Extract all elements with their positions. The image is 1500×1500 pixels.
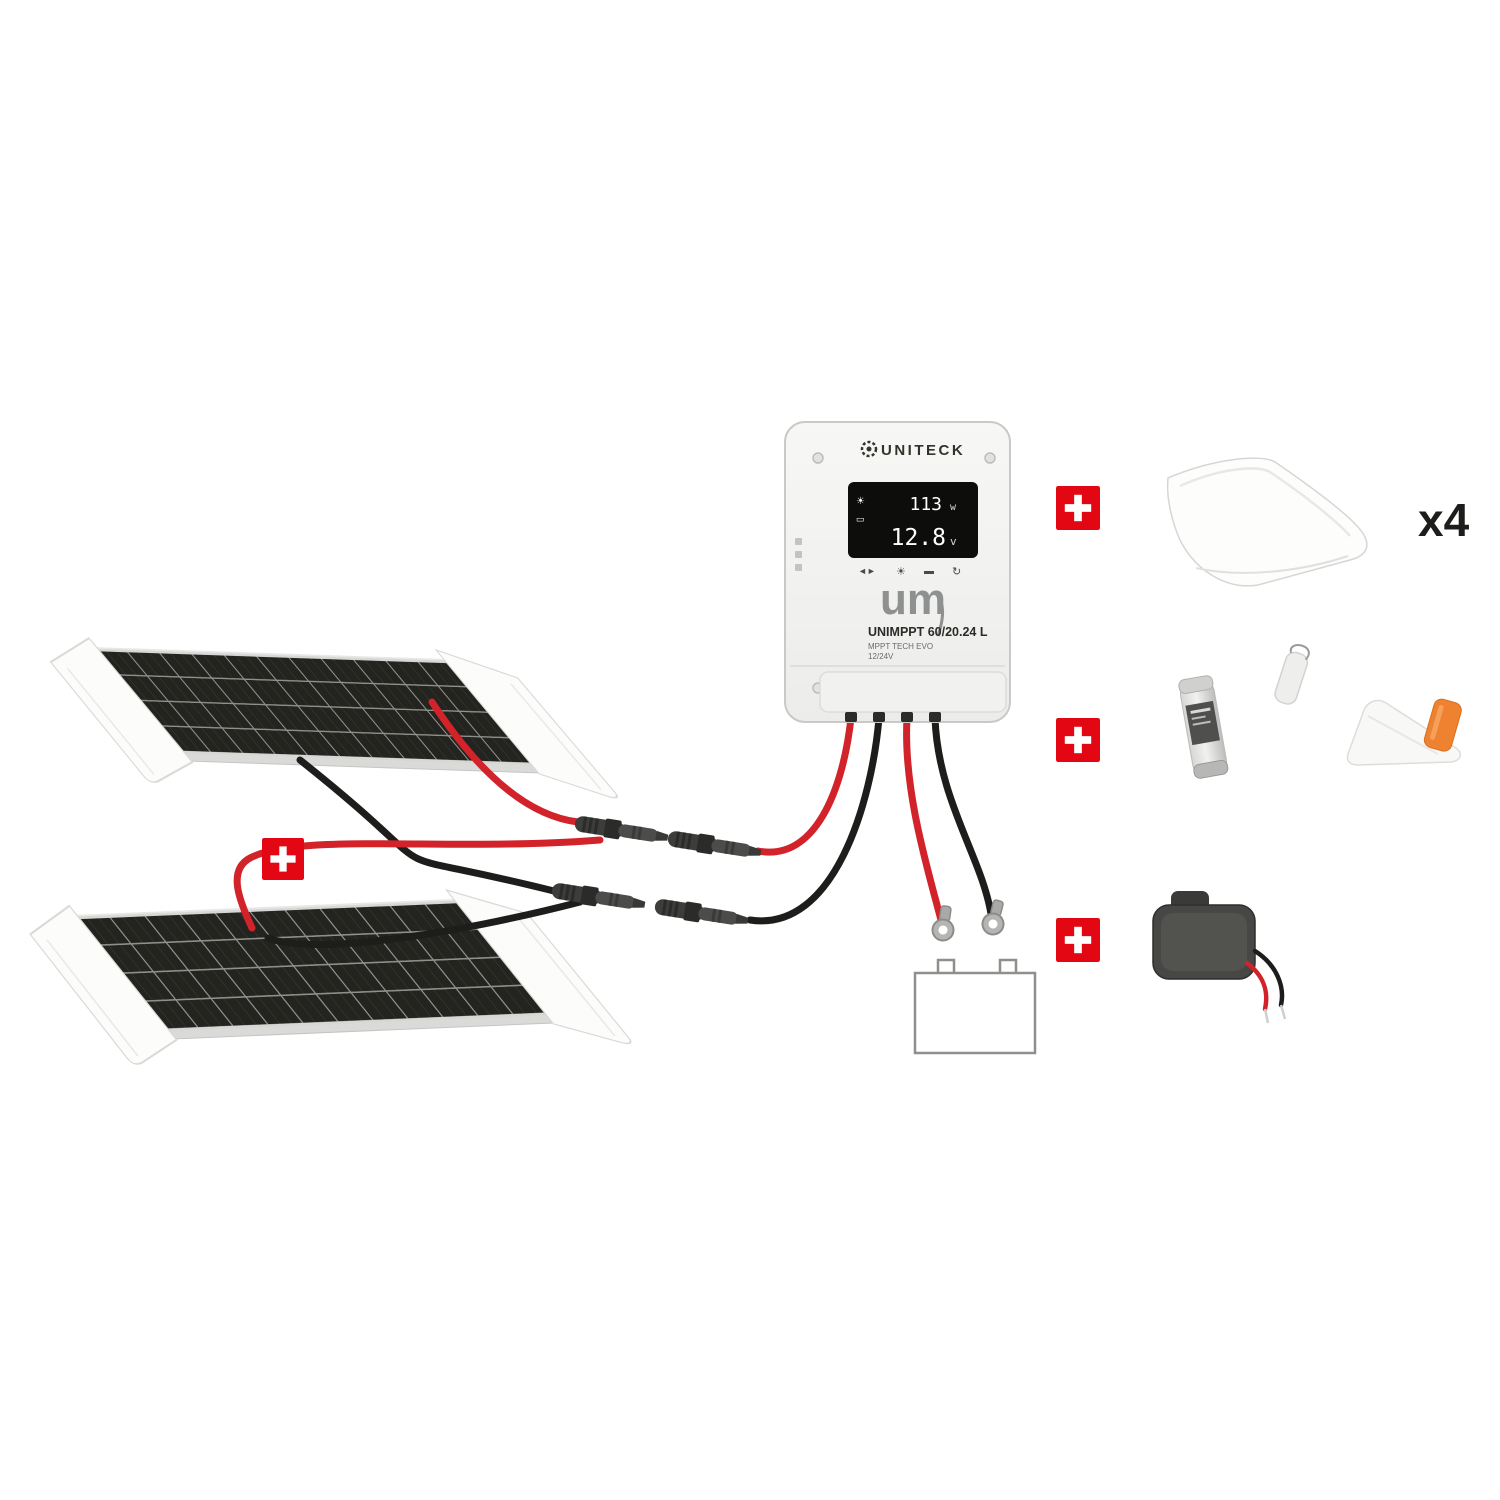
- clip-slot: [1367, 715, 1439, 755]
- plug-wire-black: [1252, 948, 1285, 1008]
- cable-black-panel2: [264, 898, 584, 949]
- plug-face: [1161, 913, 1247, 971]
- plus-icon-plug: [1056, 918, 1100, 962]
- plug-wire-red-tip: [1263, 1008, 1270, 1024]
- sun-icon: ☀: [856, 496, 865, 507]
- cable-glands: [845, 712, 941, 722]
- plus-icon-fuse: [1056, 718, 1100, 762]
- bracket-fold: [1179, 467, 1351, 537]
- mc4-connector-red-2: [666, 828, 763, 863]
- panel-mount-spoiler-right: [444, 888, 632, 1045]
- charge-controller: UNITECK ☀ ▭ 113 w 12.8 v ◄► ☀ ▬ ↻ um UNI: [784, 421, 1011, 723]
- cable-black-panel1: [296, 756, 562, 896]
- display-power-unit: w: [950, 502, 957, 513]
- sun-logo-dot: [866, 446, 872, 452]
- bracket-quantity-label: x4: [1418, 494, 1470, 546]
- battery-button-icon: ▬: [924, 566, 934, 577]
- battery-icon: ▭: [856, 514, 865, 524]
- fuse-tube: [1178, 675, 1229, 779]
- certification-marks: [795, 538, 802, 571]
- screw-icon: [812, 452, 824, 464]
- controller-display: ☀ ▭ 113 w 12.8 v: [848, 482, 978, 558]
- controller-tech: MPPT TECH EVO: [868, 642, 933, 651]
- spoiler-fold-line: [45, 939, 139, 1056]
- cable-red-to-controller: [754, 714, 855, 856]
- uniteck-logo: UNITECK: [860, 440, 965, 459]
- orange-wedge: [1423, 698, 1462, 752]
- screw-icon: [984, 452, 996, 464]
- spoiler-fold-line: [66, 668, 155, 775]
- cable-harness: [233, 698, 995, 949]
- spoiler-fold-line: [509, 683, 602, 790]
- brand-text: UNITECK: [881, 442, 965, 459]
- fuse-cap-bottom: [1193, 759, 1229, 779]
- mounting-bracket-accessory: [1166, 457, 1368, 587]
- battery-body: [913, 971, 1037, 1055]
- cable-black-to-controller: [746, 714, 883, 925]
- bracket-lip: [1195, 555, 1349, 574]
- wedge-highlight: [1430, 704, 1444, 740]
- plug-wire-red: [1244, 960, 1269, 1012]
- panel-mount-spoiler-left: [29, 904, 178, 1065]
- cable-red-battery: [903, 714, 945, 924]
- return-button-icon: ↻: [952, 566, 961, 578]
- plug-wire-black-tip: [1279, 1004, 1287, 1020]
- panel-mount-spoiler-right: [434, 648, 618, 799]
- sun-logo-icon: [860, 440, 878, 458]
- battery: [913, 958, 1037, 1055]
- ring-terminal-negative: [979, 897, 1010, 938]
- controller-buttons: ◄► ☀ ▬ ↻: [858, 566, 961, 578]
- fuse-holder-cap: [1274, 644, 1310, 705]
- display-volt-unit: v: [950, 535, 957, 548]
- sun-button-icon: ☀: [896, 566, 906, 578]
- panel-mount-spoiler-left: [49, 637, 194, 783]
- controller-voltage: 12/24V: [868, 652, 894, 661]
- cable-clip-accessory: [1346, 698, 1462, 766]
- display-volt-value: 12.8: [891, 525, 946, 551]
- fuse-cap-top: [1178, 675, 1214, 695]
- bracket-shape: [1166, 457, 1368, 587]
- clip-base: [1346, 699, 1462, 766]
- holder-clip-wire: [1289, 644, 1310, 661]
- cable-red-panel1: [428, 698, 582, 826]
- junction-plug-accessory: [1152, 891, 1287, 1024]
- um-logo-tail: [936, 595, 944, 637]
- um-logo: um: [880, 575, 946, 624]
- solar-panel-top: [49, 637, 618, 799]
- plus-icon-bracket: [1056, 486, 1100, 530]
- controller-model: UNIMPPT 60/20.24 L: [868, 625, 988, 639]
- controller-flap: [819, 671, 1007, 713]
- arrows-button-icon: ◄►: [858, 566, 876, 576]
- plus-icon-panels: [262, 838, 304, 880]
- mc4-connectors: [550, 813, 763, 931]
- spoiler-fold-line: [519, 919, 616, 1036]
- fuse-accessory: [1178, 644, 1310, 779]
- display-screen: [848, 482, 978, 558]
- mc4-connector-black-2: [653, 896, 750, 931]
- display-power-value: 113: [909, 494, 942, 515]
- cable-black-battery: [931, 714, 995, 918]
